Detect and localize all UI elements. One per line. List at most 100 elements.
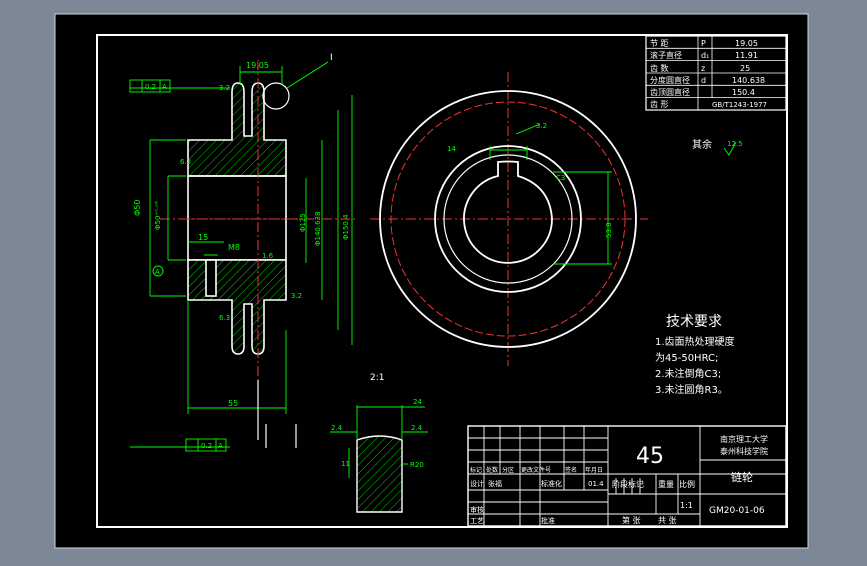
svg-text:z: z (701, 64, 705, 73)
svg-text:150.4: 150.4 (732, 88, 755, 97)
chamfer-c3: C3 (556, 174, 565, 182)
dim-2-4-left: 2.4 (331, 424, 343, 432)
tech-req-title: 技术要求 (666, 314, 722, 330)
rough-6-3: 6.3 (180, 158, 191, 166)
svg-text:A: A (155, 268, 160, 276)
dim-r20: R20 (410, 461, 424, 469)
rough-3-2-right: 3.2 (291, 292, 302, 300)
param-value-pitch: 19.05 (735, 39, 758, 48)
rim-upper (187, 82, 287, 177)
svg-text:齿 形: 齿 形 (650, 100, 669, 109)
svg-text:签名: 签名 (565, 466, 577, 474)
svg-text:P: P (701, 39, 706, 48)
drawing-number: GM20-01-06 (709, 506, 765, 516)
outer-circle (379, 90, 637, 348)
svg-text:标记: 标记 (470, 466, 482, 474)
school-name-1: 南京理工大学 (720, 434, 768, 444)
svg-text:比例: 比例 (679, 479, 695, 489)
dim-15: 15 (198, 233, 208, 242)
rough-6-3-low: 6.3 (219, 314, 230, 322)
rough-1-6: 1.6 (262, 252, 274, 260)
svg-text:GB/T1243-1977: GB/T1243-1977 (712, 101, 767, 109)
dim-14: 14 (447, 145, 456, 153)
set-screw-hole (205, 259, 217, 297)
svg-text:滚子直径: 滚子直径 (650, 50, 682, 60)
svg-text:分区: 分区 (502, 466, 514, 474)
svg-text:设计: 设计 (470, 479, 484, 488)
dim-55: 55 (228, 399, 238, 408)
tolerance-frame-top: 0.2 A (129, 79, 171, 93)
svg-text:A: A (218, 442, 223, 450)
front-view (379, 90, 637, 348)
dim-phi-50-tol: Φ50⁺⁰·⁰⁴ (154, 201, 162, 230)
svg-text:0.2: 0.2 (201, 442, 212, 450)
title-block (467, 425, 787, 527)
drawing-frame (96, 34, 788, 528)
datum-marker (152, 265, 164, 277)
svg-text:张福: 张福 (488, 479, 502, 488)
section-dimensions (130, 66, 353, 448)
centerlines (160, 60, 648, 380)
pitch-circle (390, 101, 626, 337)
section-view (187, 82, 287, 355)
svg-text:标准化: 标准化 (541, 479, 562, 488)
svg-text:工艺: 工艺 (470, 517, 484, 525)
detail-view (330, 405, 428, 513)
dim-53-8: 53.8 (605, 222, 613, 238)
detail-scale: 2:1 (370, 373, 384, 383)
dim-m8: M8 (228, 243, 240, 252)
sheet-background (54, 13, 809, 549)
svg-text:11.91: 11.91 (735, 51, 758, 60)
svg-text:分度圆直径: 分度圆直径 (650, 75, 690, 85)
tolerance-frame-bottom: 0.2 A (185, 438, 227, 452)
shaft-stub (257, 380, 297, 448)
dim-phi-140: Φ140.638 (314, 212, 322, 246)
hub-circle (434, 145, 582, 293)
svg-text:审核: 审核 (470, 505, 484, 514)
svg-text:年月日: 年月日 (585, 466, 603, 474)
dim-11: 11 (341, 460, 350, 468)
part-name: 链轮 (731, 470, 753, 484)
dim-phi-50: Φ50 (133, 200, 142, 216)
svg-text:处数: 处数 (486, 466, 498, 474)
dim-phi-150: Φ150.4 (342, 214, 350, 240)
param-label-pitch: 节 距 (650, 39, 669, 48)
svg-text:d: d (701, 76, 706, 85)
detail-label: I (330, 53, 333, 63)
svg-text:阶段标记: 阶段标记 (612, 479, 644, 489)
material-text: 45 (636, 444, 664, 469)
front-dimensions (489, 123, 612, 265)
svg-text:共 张: 共 张 (658, 516, 677, 525)
svg-text:A: A (162, 83, 167, 91)
svg-text:齿顶圆直径: 齿顶圆直径 (650, 87, 690, 97)
dim-phi-125: Φ125 (299, 213, 307, 232)
svg-text:d₁: d₁ (701, 51, 709, 60)
svg-text:第 张: 第 张 (622, 515, 641, 525)
scale-value: 1:1 (680, 501, 693, 510)
rough-3-2-top: 3.2 (219, 84, 230, 92)
params-table: 节 距 P 19.05 滚子直径 d₁ 11.91 齿 数 z 25 分度圆直径… (645, 35, 787, 111)
svg-text:0.2: 0.2 (145, 83, 156, 91)
svg-text:批准: 批准 (541, 516, 555, 525)
rest-roughness-label: 其余 (692, 138, 712, 151)
rough-keyway: 3.2 (536, 122, 547, 130)
svg-text:为45-50HRC;: 为45-50HRC; (655, 352, 718, 364)
svg-text:2.未注倒角C3;: 2.未注倒角C3; (655, 367, 721, 380)
school-name-2: 泰州科技学院 (720, 446, 768, 456)
svg-text:1.齿面热处理硬度: 1.齿面热处理硬度 (655, 335, 735, 348)
svg-text:140.638: 140.638 (732, 76, 765, 85)
svg-text:3.未注圆角R3。: 3.未注圆角R3。 (655, 383, 728, 396)
dim-19-05: 19.05 (246, 61, 269, 70)
bore-keyway (463, 160, 553, 264)
svg-text:齿 数: 齿 数 (650, 63, 669, 73)
hub-inner-circle (443, 154, 573, 284)
svg-text:更改文件号: 更改文件号 (521, 466, 551, 474)
dim-24: 24 (413, 398, 422, 406)
svg-text:重量: 重量 (658, 479, 674, 489)
svg-text:01.4: 01.4 (588, 480, 604, 488)
svg-text:25: 25 (740, 64, 750, 73)
tech-requirements: 技术要求 1.齿面热处理硬度 为45-50HRC; 2.未注倒角C3; 3.未注… (655, 314, 735, 396)
dim-2-4-right: 2.4 (411, 424, 423, 432)
